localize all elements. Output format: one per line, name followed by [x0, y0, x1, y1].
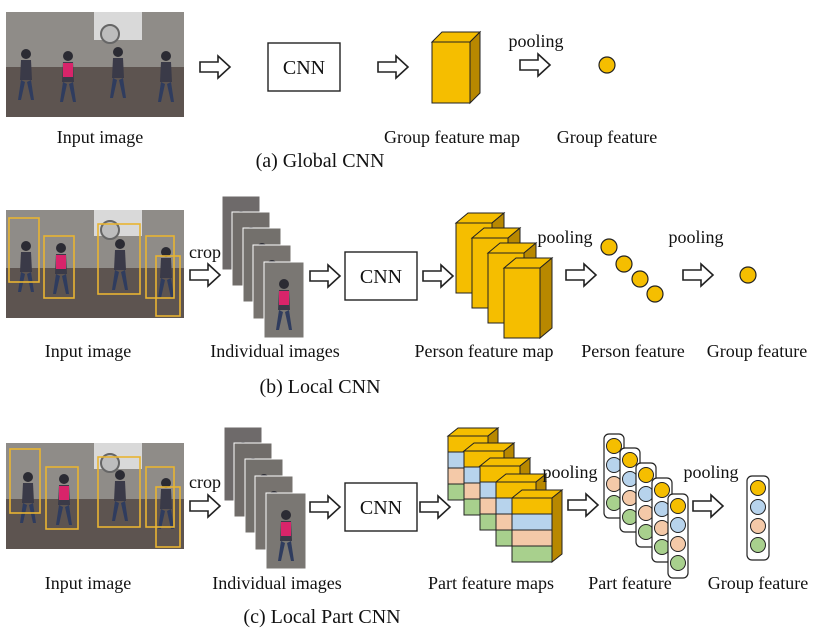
part-arrow-2 — [419, 495, 451, 519]
part-person-bbox — [97, 456, 141, 528]
part-group-feature-label: Group feature — [708, 573, 808, 593]
row-local: Input image crop Individual images CNN P… — [6, 195, 807, 398]
part-pooling1-label: pooling — [542, 462, 597, 482]
global-input-label: Input image — [57, 127, 143, 147]
local-person-bbox — [97, 223, 141, 295]
part-cnn-label: CNN — [360, 497, 402, 519]
part-person-bbox — [155, 486, 181, 548]
part-feature-maps — [446, 426, 564, 564]
local-map-label: Person feature map — [415, 341, 554, 361]
global-cnn-box — [267, 42, 341, 92]
part-arrow-4 — [692, 494, 724, 518]
local-person-bbox — [43, 235, 75, 299]
local-arrow-4 — [682, 263, 714, 287]
part-person-bbox — [145, 466, 175, 528]
part-crop-label: crop — [189, 472, 221, 492]
local-cnn-label: CNN — [360, 266, 402, 288]
global-arrow-2 — [377, 55, 409, 79]
row-part: Input image crop Individual images CNN — [6, 426, 808, 628]
row-global: Input image CNN Group feature map poolin… — [6, 12, 657, 172]
local-cnn-box — [344, 251, 418, 301]
part-map-label: Part feature maps — [428, 573, 554, 593]
global-map-label: Group feature map — [384, 127, 520, 147]
local-person-feature-dots — [600, 238, 664, 303]
local-input-photo — [6, 210, 184, 318]
local-arrow-2 — [422, 264, 454, 288]
local-person-bbox — [8, 217, 40, 283]
local-caption: (b) Local CNN — [259, 376, 380, 398]
part-person-bbox — [9, 448, 41, 514]
local-person-bbox — [145, 235, 175, 299]
local-person-bbox — [155, 255, 181, 317]
part-arrow-crop — [189, 494, 221, 518]
global-cnn-label: CNN — [283, 57, 325, 79]
part-caption: (c) Local Part CNN — [243, 606, 400, 628]
part-pooling2-label: pooling — [683, 462, 738, 482]
part-individual-label: Individual images — [212, 573, 341, 593]
global-caption: (a) Global CNN — [256, 150, 385, 172]
local-arrow-crop — [189, 263, 221, 287]
global-input-photo — [6, 12, 184, 117]
global-feature-map-cube — [430, 30, 482, 105]
local-person-feature-label: Person feature — [581, 341, 684, 361]
part-cnn-box — [344, 482, 418, 532]
local-person-feature-maps — [454, 211, 554, 340]
global-pooling-label: pooling — [508, 31, 563, 51]
local-group-feature-label: Group feature — [707, 341, 807, 361]
part-individual-stack — [223, 426, 307, 570]
part-feature-columns — [603, 433, 689, 579]
global-group-feature-dot — [598, 56, 616, 74]
global-arrow-1 — [199, 55, 231, 79]
local-group-feature-dot — [739, 266, 757, 284]
part-arrow-3 — [567, 493, 599, 517]
global-feature-label: Group feature — [557, 127, 657, 147]
local-pooling2-label: pooling — [668, 227, 723, 247]
local-arrow-3 — [565, 263, 597, 287]
part-input-photo — [6, 443, 184, 549]
part-input-label: Input image — [45, 573, 131, 593]
part-arrow-1 — [309, 495, 341, 519]
local-arrow-1 — [309, 264, 341, 288]
global-arrow-3 — [519, 53, 551, 77]
local-individual-label: Individual images — [210, 341, 339, 361]
part-person-bbox — [45, 466, 79, 530]
part-group-feature-column — [746, 475, 770, 561]
local-individual-stack — [221, 195, 305, 339]
local-pooling1-label: pooling — [537, 227, 592, 247]
part-feature-label: Part feature — [588, 573, 671, 593]
local-crop-label: crop — [189, 242, 221, 262]
local-input-label: Input image — [45, 341, 131, 361]
